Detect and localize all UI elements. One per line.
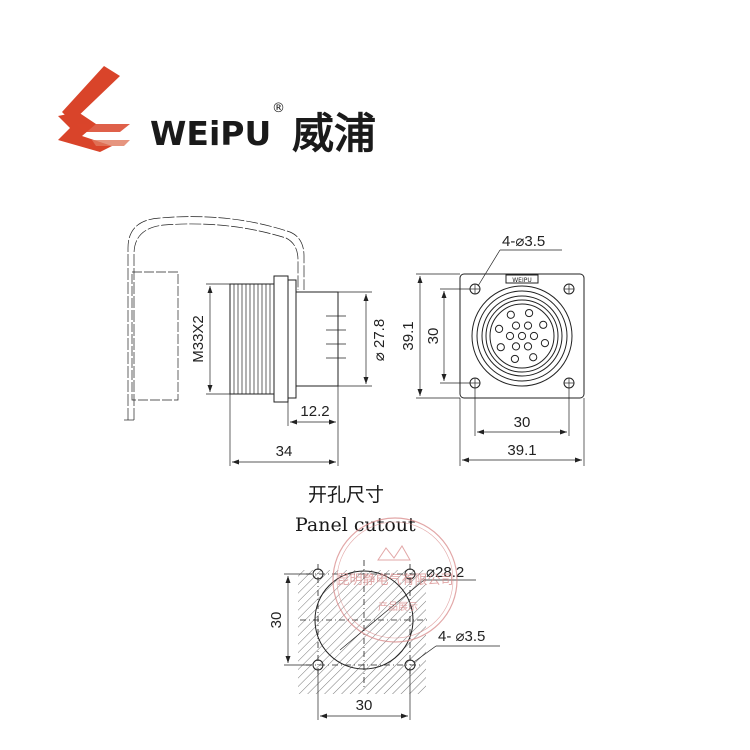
rear-pins <box>326 315 346 359</box>
rear-body <box>295 291 339 387</box>
panel-cutout: 开孔尺寸 Panel cutout ⌀28.2 4- ⌀3.5 30 <box>268 484 500 720</box>
cutout-hole-note: 4- ⌀3.5 <box>438 628 485 645</box>
contact-pin <box>529 331 539 341</box>
registered-mark: ® <box>272 101 285 116</box>
contact-pin <box>539 320 548 329</box>
contact-pin <box>517 331 527 341</box>
width-label: 39.1 <box>507 442 536 459</box>
key-label: WEIPU <box>512 277 532 284</box>
contact-pin <box>523 342 533 351</box>
body-diameter-label: ⌀ 27.8 <box>371 319 388 361</box>
contact-pin <box>511 321 521 330</box>
contact-pin <box>505 331 515 341</box>
front-flange <box>459 273 585 399</box>
watermark-text-bottom: 产品展示 <box>378 600 418 613</box>
key-tab <box>505 274 539 284</box>
cutout-diameter-label: ⌀28.2 <box>426 564 464 581</box>
contact-pin <box>510 354 520 364</box>
contact-pin <box>529 353 538 362</box>
overall-length-label: 34 <box>276 443 293 460</box>
hole-spacing-v-label: 30 <box>425 328 442 345</box>
watermark-text-top: 昆明静电气有限公司 <box>336 572 453 588</box>
contact-pin <box>540 338 550 348</box>
cutout-spacing-v-label: 30 <box>268 612 285 629</box>
thread-size-label: M33X2 <box>190 315 207 363</box>
weipu-logo: WEiPU ® 威浦 <box>58 66 376 158</box>
cutout-title-en: Panel cutout <box>295 514 416 536</box>
side-view: M33X2 ⌀ 27.8 12.2 34 <box>124 216 388 466</box>
flange-length-label: 12.2 <box>300 403 329 420</box>
contact-pin <box>506 310 515 319</box>
front-view: WEIPU 4-⌀3.5 39.1 3 <box>400 233 585 466</box>
watermark-stamp: 昆明静电气有限公司 产品展示 <box>332 517 458 643</box>
side-flange <box>273 275 289 403</box>
contact-pins <box>494 308 550 364</box>
logo-mark-icon <box>58 66 130 152</box>
brand-latin: WEiPU <box>150 114 271 153</box>
contact-pin <box>523 321 533 330</box>
hole-note: 4-⌀3.5 <box>502 233 545 250</box>
brand-chinese: 威浦 <box>292 109 376 158</box>
hole-spacing-h-label: 30 <box>514 414 531 431</box>
contact-pin <box>524 308 534 318</box>
contact-pin <box>494 324 504 334</box>
thread-body <box>229 283 275 395</box>
cutout-spacing-h-label: 30 <box>356 697 373 714</box>
cutout-title-cn: 开孔尺寸 <box>308 484 384 506</box>
contact-pin <box>496 343 505 352</box>
height-label: 39.1 <box>400 321 417 350</box>
contact-pin <box>511 342 521 351</box>
